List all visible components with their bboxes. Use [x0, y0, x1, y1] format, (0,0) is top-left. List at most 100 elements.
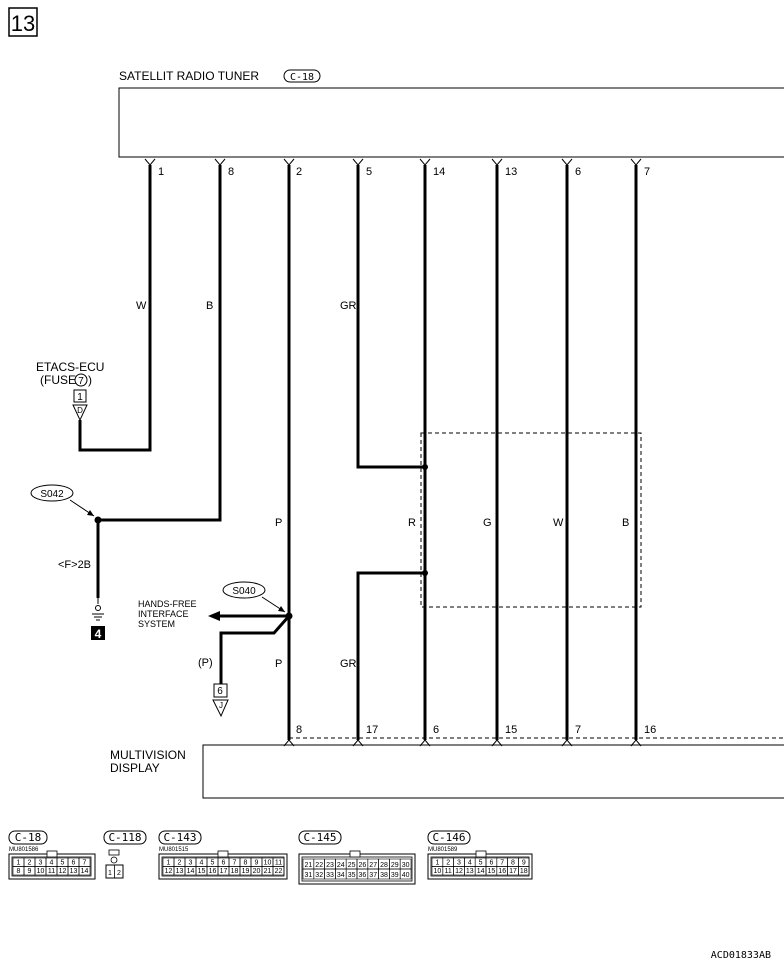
splice-dot-s042	[94, 516, 102, 524]
connector-c118-pin: 1	[108, 870, 112, 877]
connector-c146-part: MU801589	[428, 847, 458, 853]
wire-gr-lower	[356, 571, 425, 740]
connector-pin-number: 11	[48, 868, 55, 875]
connector-pin-number: 4	[50, 860, 54, 867]
connector-pin-number: 12	[59, 868, 67, 875]
display-pin-6: 6	[433, 724, 439, 736]
connector-pin-number: 25	[348, 862, 356, 869]
connector-c143-part: MU801515	[159, 847, 189, 853]
wire-pin1	[78, 165, 152, 452]
connector-pin-number: 2	[28, 860, 32, 867]
connector-pin-number: 1	[167, 860, 171, 867]
hands-free-box-number	[213, 683, 228, 698]
wire-color-g: G	[483, 517, 492, 529]
tuner-pins	[144, 158, 642, 166]
connector-pin-number: 3	[39, 860, 43, 867]
fuse-number-circle	[74, 373, 88, 387]
connector-pin-number: 19	[242, 868, 250, 875]
connector-pin-number: 22	[275, 868, 283, 875]
connector-pin-number: 29	[391, 862, 399, 869]
connector-pin-number: 31	[305, 872, 313, 879]
connector-c145-name: C-145	[303, 831, 336, 844]
hands-free-arrow	[208, 611, 220, 621]
connector-pin-number: 10	[37, 868, 45, 875]
connector-pin-number: 13	[466, 868, 474, 875]
hands-free-line3: SYSTEM	[138, 619, 175, 629]
tuner-pin-13: 13	[505, 166, 517, 178]
display-title-line2: DISPLAY	[110, 761, 160, 775]
tuner-connector-label: C-18	[290, 72, 314, 83]
connector-pin-number: 7	[500, 860, 504, 867]
wires	[78, 165, 638, 740]
tuner-pin-6: 6	[575, 166, 581, 178]
connector-pin-cell	[272, 866, 285, 876]
wire-color-p: P	[275, 517, 282, 529]
connector-pin-number: 21	[305, 862, 313, 869]
junction-dot	[422, 464, 428, 470]
ground-number-box	[91, 626, 105, 640]
connector-pin-number: 4	[200, 860, 204, 867]
connector-pin-number: 1	[17, 860, 21, 867]
connector-c118-pin: 2	[117, 870, 121, 877]
connector-pin-number: 30	[402, 862, 410, 869]
connector-pin-cell	[78, 866, 91, 876]
display-pin-17: 17	[366, 724, 378, 736]
connector-pin-number: 38	[380, 872, 388, 879]
splice-s040: S040	[232, 586, 256, 597]
connector-c18-part: MU801586	[9, 847, 39, 853]
tuner-box	[118, 87, 784, 158]
connector-pin-number: 15	[198, 868, 206, 875]
connector-pin-number: 36	[359, 872, 367, 879]
connector-pin-number: 39	[391, 872, 399, 879]
display-title-line1: MULTIVISION	[110, 748, 186, 762]
wire-color-b: B	[206, 300, 213, 312]
connector-pin-number: 21	[264, 868, 272, 875]
connector-c146-name: C-146	[432, 831, 465, 844]
connector-pin-number: 7	[233, 860, 237, 867]
connector-pin-number: 6	[72, 860, 76, 867]
tuner-pin-2: 2	[296, 166, 302, 178]
tuner-connector-oval	[283, 69, 321, 83]
connector-pin-number: 40	[402, 872, 410, 879]
connector-pin-number: 3	[457, 860, 461, 867]
etacs-box-number-text: 1	[77, 392, 83, 403]
hands-free-box-number-text: 6	[217, 686, 223, 697]
connector-pin-number: 28	[380, 862, 388, 869]
connector-pin-number: 22	[315, 862, 323, 869]
display-pin-15: 15	[505, 724, 517, 736]
connector-pin-number: 9	[522, 860, 526, 867]
fuse-number: 7	[78, 376, 84, 387]
display-box	[202, 744, 784, 799]
tuner-pin-7: 7	[644, 166, 650, 178]
page-number: 13	[11, 11, 35, 36]
display-pin-16: 16	[644, 724, 656, 736]
connector-pin-number: 1	[435, 860, 439, 867]
tuner-title: SATELLIT RADIO TUNER	[119, 69, 259, 83]
connector-pin-number: 2	[446, 860, 450, 867]
splice-s040-oval	[222, 581, 266, 599]
connector-pin-number: 5	[479, 860, 483, 867]
connector-pin-number: 6	[222, 860, 226, 867]
connector-pin-number: 37	[369, 872, 377, 879]
connector-pin-number: 10	[434, 868, 442, 875]
display-pin-7: 7	[575, 724, 581, 736]
hands-free-terminal: J	[219, 701, 223, 710]
hands-free-wire-color: (P)	[198, 657, 213, 669]
connector-pin-number: 18	[520, 868, 528, 875]
connector-pin-number: 27	[369, 862, 377, 869]
connector-pin-number: 13	[176, 868, 184, 875]
etacs-fuse-close: )	[88, 373, 92, 387]
connector-pin-cell	[399, 868, 412, 880]
hands-free-line1: HANDS-FREE	[138, 599, 197, 609]
connector-pin-number: 18	[231, 868, 239, 875]
connector-pin-number: 26	[359, 862, 367, 869]
wire-p-branch	[219, 615, 291, 684]
hands-free-line2: INTERFACE	[138, 609, 189, 619]
display-pins	[283, 739, 642, 747]
display-pin-8: 8	[296, 724, 302, 736]
connector-pin-number: 24	[337, 862, 345, 869]
etacs-box-number	[73, 389, 87, 403]
connector-pin-number: 17	[220, 868, 228, 875]
